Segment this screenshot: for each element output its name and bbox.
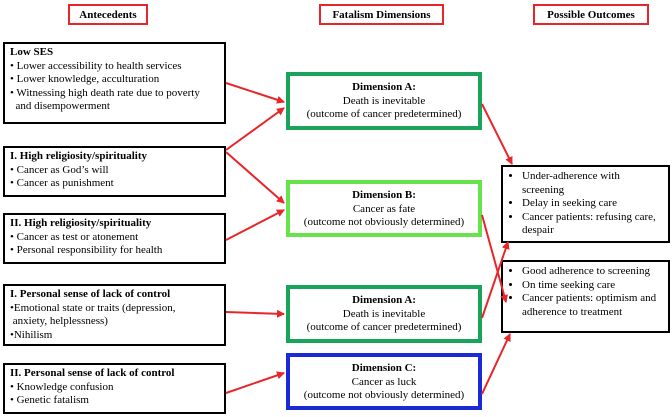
arrow-lowses-to-dima <box>225 82 285 104</box>
dimension-title: Dimension C: <box>351 362 417 374</box>
dimension-title: Dimension A: <box>352 81 416 93</box>
antecedent-item: • Genetic fatalism <box>10 394 89 406</box>
header-antecedents: Antecedents <box>68 4 148 25</box>
dimension-line: Death is inevitable <box>342 94 426 107</box>
outcome-item: Cancer patients: refusing care, despair <box>522 211 663 238</box>
header-fatalism-dimensions: Fatalism Dimensions <box>319 4 444 25</box>
arrow-religiosity1-to-dima <box>225 107 285 151</box>
antecedent-item: • Cancer as God’s will <box>10 163 109 176</box>
dimension-line: (outcome of cancer predetermined) <box>306 108 462 120</box>
outcome-item: Cancer patients: optimism and adherence … <box>522 292 663 319</box>
antecedent-item: • Witnessing high death rate due to pove… <box>10 86 200 99</box>
antecedent-item: • Lower accessibility to health services <box>10 59 182 72</box>
outcome-item: Delay in seeking care <box>522 197 663 211</box>
dimension-a-bottom: Dimension A: Death is inevitable (outcom… <box>286 285 482 343</box>
antecedent-item: • Cancer as test or atonement <box>10 230 139 243</box>
dimension-title: Dimension B: <box>352 189 416 201</box>
antecedent-religiosity-2: II. High religiosity/spirituality • Canc… <box>3 213 226 264</box>
dimension-title: Dimension A: <box>352 294 416 306</box>
antecedent-title: I. Personal sense of lack of control <box>10 288 171 300</box>
antecedent-item: • Lower knowledge, acculturation <box>10 73 160 85</box>
outcome-item: On time seeking care <box>522 279 663 293</box>
antecedent-low-ses: Low SES • Lower accessibility to health … <box>3 42 226 124</box>
outcome-item: Good adherence to screening <box>522 265 663 279</box>
outcome-negative: Under-adherence with screening Delay in … <box>501 165 670 243</box>
outcome-positive: Good adherence to screening On time seek… <box>501 260 670 333</box>
antecedent-item: • Knowledge confusion <box>10 380 114 393</box>
dimension-line: Death is inevitable <box>342 307 426 320</box>
dimension-b: Dimension B: Cancer as fate (outcome not… <box>286 180 482 237</box>
dimension-a-top: Dimension A: Death is inevitable (outcom… <box>286 72 482 130</box>
dimension-line: Cancer as fate <box>352 202 416 215</box>
antecedent-religiosity-1: I. High religiosity/spirituality • Cance… <box>3 146 226 197</box>
antecedent-item: and disempowerment <box>10 100 110 112</box>
dimension-line: (outcome of cancer predetermined) <box>306 321 462 333</box>
antecedent-item: anxiety, helplessness) <box>10 315 108 327</box>
arrow-control1-to-dima <box>225 309 285 318</box>
antecedent-title: II. High religiosity/spirituality <box>10 217 152 229</box>
dimension-line: Cancer as luck <box>351 375 417 388</box>
antecedent-item: •Nihilism <box>10 328 53 341</box>
arrow-dima-to-negative <box>481 103 513 165</box>
dimension-c: Dimension C: Cancer as luck (outcome not… <box>286 353 482 410</box>
antecedent-item: • Cancer as punishment <box>10 177 114 189</box>
outcome-item: Under-adherence with screening <box>522 170 663 197</box>
antecedent-title: I. High religiosity/spirituality <box>10 150 148 162</box>
header-possible-outcomes: Possible Outcomes <box>533 4 649 25</box>
antecedent-title: Low SES <box>10 46 54 58</box>
arrow-dimc-to-positive <box>481 333 511 395</box>
antecedent-title: II. Personal sense of lack of control <box>10 367 175 379</box>
antecedent-item: • Personal responsibility for health <box>10 244 163 256</box>
antecedent-lack-of-control-2: II. Personal sense of lack of control • … <box>3 363 226 414</box>
arrow-control2-to-dimc <box>225 371 285 394</box>
dimension-line: (outcome not obviously determined) <box>303 216 465 228</box>
arrow-religiosity2-to-dimb <box>225 209 285 241</box>
antecedent-lack-of-control-1: I. Personal sense of lack of control •Em… <box>3 284 226 346</box>
dimension-line: (outcome not obviously determined) <box>303 389 465 401</box>
arrow-religiosity1-to-dimb <box>225 151 285 204</box>
antecedent-item: •Emotional state or traits (depression, <box>10 301 176 314</box>
